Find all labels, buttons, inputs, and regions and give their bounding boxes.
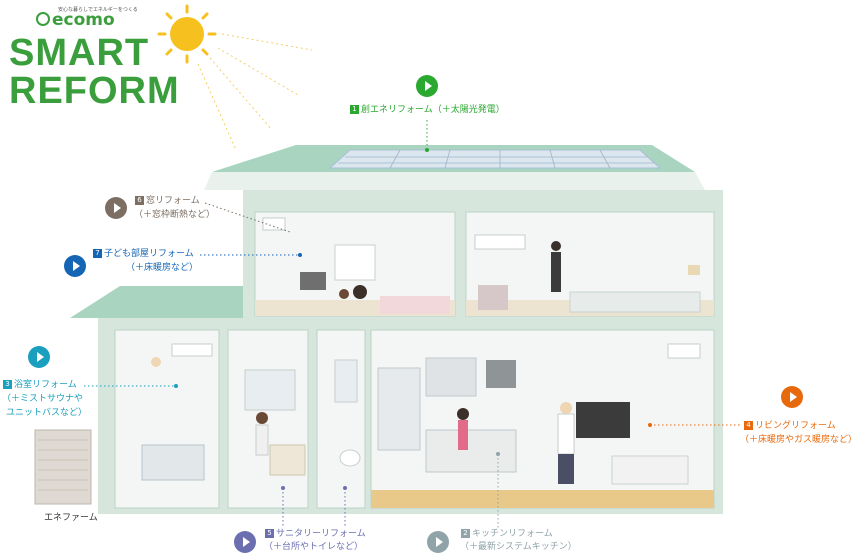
smart-logo-text: SMART xyxy=(9,32,150,74)
callout-5-sub: （＋台所やトイレなど） xyxy=(264,542,364,552)
brand-tagline: 安心な暮らしでエネルギーをつくる xyxy=(58,7,138,13)
play-button-2[interactable] xyxy=(427,531,449,553)
play-button-5[interactable] xyxy=(234,531,256,553)
callout-7-number: 7 xyxy=(93,249,102,258)
callout-2-sub: （＋最新システムキッチン） xyxy=(460,542,577,552)
reform-logo-text: REFORM xyxy=(9,70,180,112)
play-button-4[interactable] xyxy=(781,386,803,408)
callout-2-number: 2 xyxy=(461,529,470,538)
play-button-7[interactable] xyxy=(64,255,86,277)
ecomo-leaf-icon xyxy=(36,12,50,26)
ene-farm-label: エネファーム xyxy=(44,513,98,523)
play-button-1[interactable] xyxy=(416,75,438,97)
callout-6-sub: （＋窓枠断熱など） xyxy=(134,210,216,220)
callout-1-title: 創エネリフォーム（＋太陽光発電） xyxy=(361,105,505,115)
callout-3-sub2: ユニットバスなど） xyxy=(6,408,88,418)
ecomo-logo: ecomo xyxy=(52,10,115,30)
callout-3-number: 3 xyxy=(3,380,12,389)
callout-6-title: 窓リフォーム xyxy=(146,196,200,206)
play-button-3[interactable] xyxy=(28,346,50,368)
callout-4-sub: （＋床暖房やガス暖房など） xyxy=(740,435,857,445)
callout-4-title: リビングリフォーム xyxy=(755,421,836,431)
callout-5-title: サニタリーリフォーム xyxy=(276,529,366,539)
callout-6-number: 6 xyxy=(135,196,144,205)
sun-icon xyxy=(157,4,313,151)
callout-3-sub1: （＋ミストサウナや xyxy=(2,394,84,404)
callout-7-sub: （＋床暖房など） xyxy=(126,263,199,273)
solar-panels xyxy=(328,149,662,169)
callout-2-title: キッチンリフォーム xyxy=(472,529,553,539)
play-button-6[interactable] xyxy=(105,197,127,219)
callout-1-number: 1 xyxy=(350,105,359,114)
callout-4-number: 4 xyxy=(744,421,753,430)
callout-7-title: 子ども部屋リフォーム xyxy=(104,249,194,259)
callout-5-number: 5 xyxy=(265,529,274,538)
callout-3-title: 浴室リフォーム xyxy=(14,380,77,390)
